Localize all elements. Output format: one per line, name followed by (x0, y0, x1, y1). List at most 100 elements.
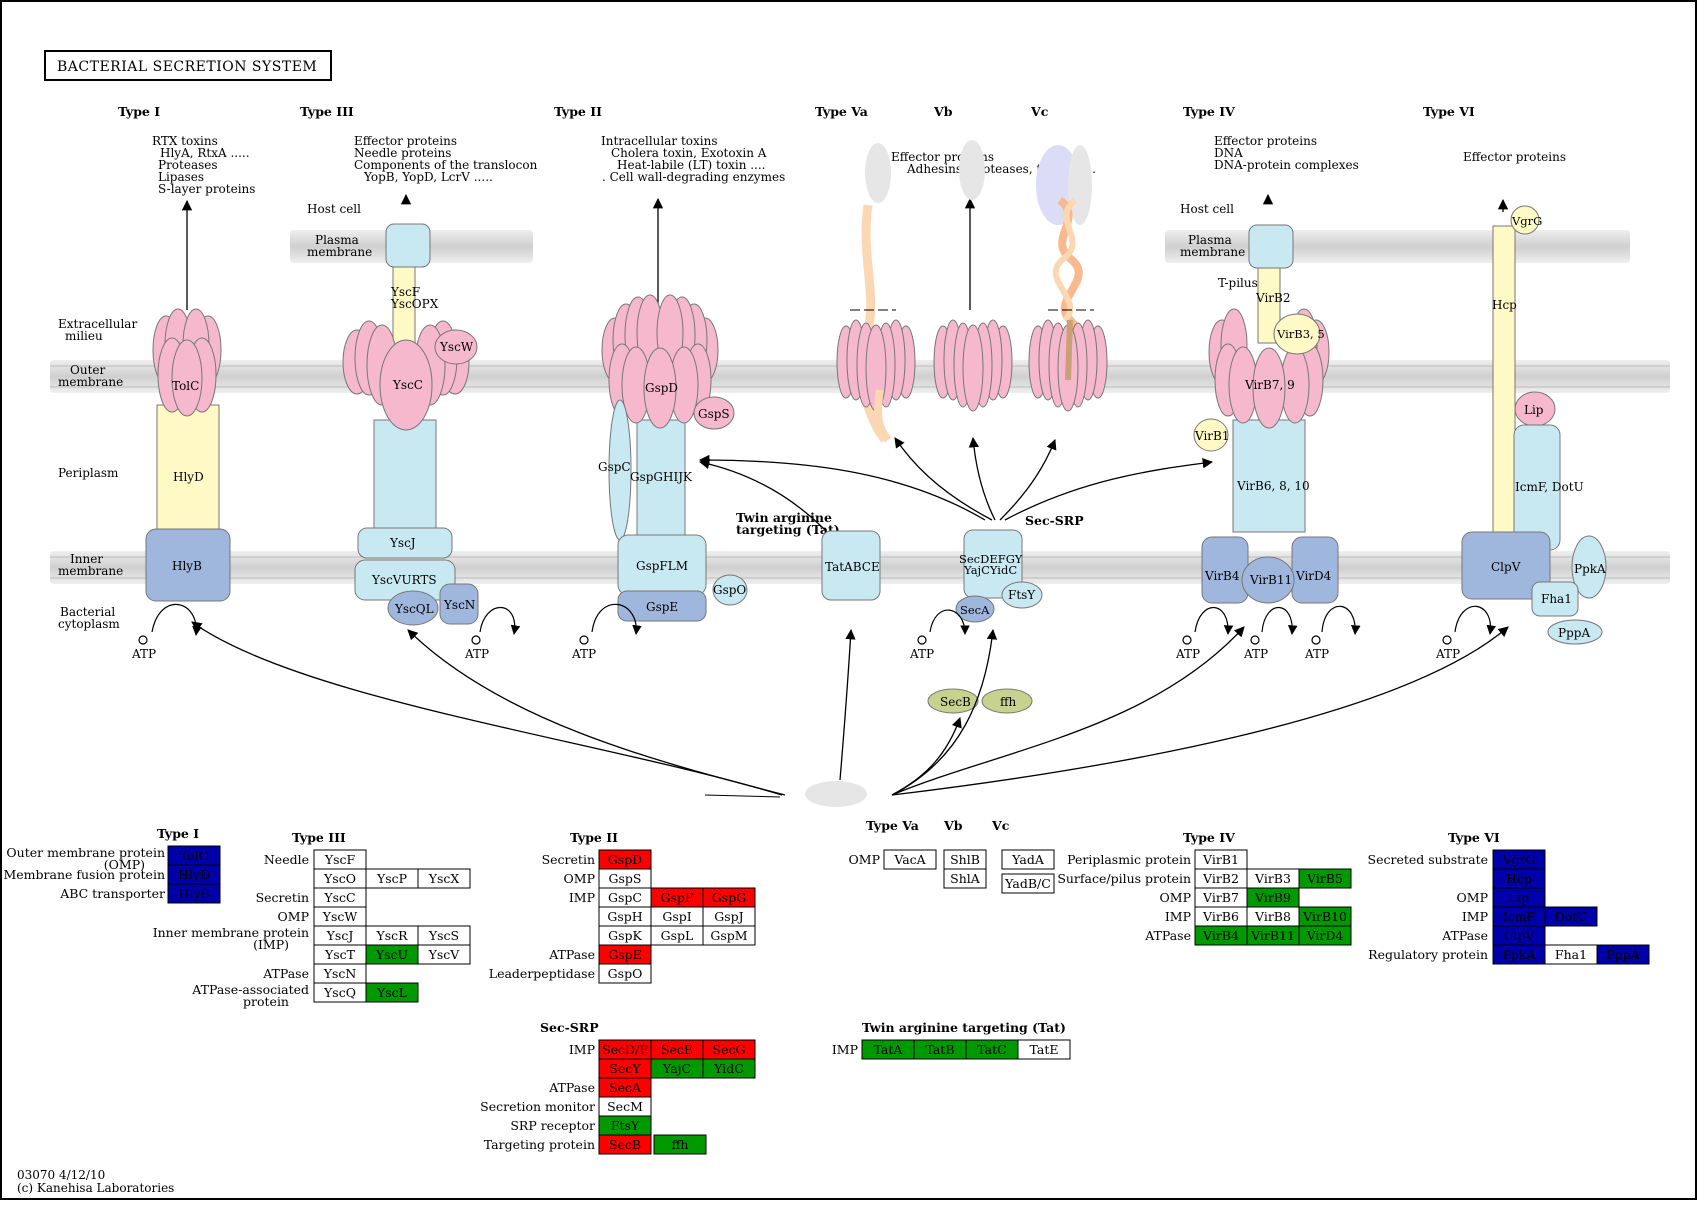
gspe-box (617, 590, 707, 622)
gene-cell[interactable] (1001, 873, 1055, 894)
lip-label: Lip (1524, 403, 1544, 417)
clpv-label: ClpV (1491, 560, 1521, 574)
virb35-blob (1273, 313, 1321, 355)
header-type4: Type IV (1183, 104, 1235, 119)
atp-label-sec: ATP (909, 647, 934, 661)
virb11-label: VirB11 (1249, 573, 1292, 587)
legend-row-label: ATPase (1441, 928, 1488, 943)
gene-cell-label: ShlB (950, 852, 980, 867)
sub-t2-3: . Cell wall-degrading enzymes (602, 170, 785, 184)
plasma-membrane-label-t4-1: Plasma (1188, 233, 1232, 247)
header-type5a: Type Va (815, 104, 868, 119)
legend-row-label: Secretin (256, 890, 309, 905)
gene-cell[interactable] (1596, 944, 1650, 965)
pppa-blob (1547, 619, 1603, 645)
outer-membrane-label-2: membrane (58, 375, 123, 389)
type3-system: YscF YscOPX YscW YscC YscJ YscVURTS YscQ… (342, 223, 479, 626)
gene-cell[interactable] (1017, 1039, 1071, 1060)
legend-row-label: protein (243, 994, 289, 1009)
type2-system: GspD GspS GspC GspGHIJK GspFLM GspE GspO (598, 294, 748, 622)
gspflm-label: GspFLM (636, 559, 688, 573)
legend-row-label: IMP (832, 1042, 858, 1057)
type5-systems (836, 140, 1108, 443)
gene-cell-label: GspS (609, 871, 642, 886)
gene-cell-label: YscW (322, 909, 358, 924)
gene-cell-label: VgrG (1502, 852, 1536, 867)
t3-rod (373, 419, 437, 531)
atp-cycle-sec (917, 609, 970, 645)
sub-t3-3: YopB, YopD, LcrV ..... (363, 170, 493, 184)
outer-membrane-label-1: Outer (70, 363, 105, 377)
gene-cell[interactable] (1298, 925, 1352, 946)
gene-cell-label: SecD/F (602, 1042, 648, 1057)
hlyd-box (156, 404, 220, 536)
substrates: RTX toxins HlyA, RtxA ..... Proteases Li… (152, 134, 1566, 196)
gene-cell-label: GspL (661, 928, 694, 943)
legend-header: Sec-SRP (540, 1020, 599, 1035)
gene-cell-label: TatA (874, 1042, 904, 1057)
gene-cell-label: TolC (180, 848, 208, 863)
gene-cell[interactable] (883, 849, 937, 870)
gene-cell[interactable] (1001, 849, 1055, 870)
gene-cell[interactable] (943, 868, 987, 889)
gene-cell[interactable] (1544, 906, 1598, 927)
gene-cell[interactable] (365, 982, 419, 1003)
gene-cell[interactable] (417, 868, 471, 889)
tatabce-label: TatABCE (825, 560, 880, 574)
gene-cell[interactable] (653, 1134, 707, 1155)
yscw-blob (434, 329, 478, 365)
gspe-label: GspE (646, 600, 678, 614)
sub-t4-2: DNA-protein complexes (1214, 158, 1359, 172)
hlyb-label: HlyB (172, 559, 202, 573)
vb-passenger (959, 140, 985, 200)
gene-cell-label: GspM (710, 928, 747, 943)
hlyd-label: HlyD (173, 470, 204, 484)
sub-t1-3: Lipases (158, 170, 204, 184)
va-passenger (865, 143, 891, 203)
va-barrel (836, 319, 916, 412)
gene-cell[interactable] (417, 944, 471, 965)
legend-row-label: IMP (569, 890, 595, 905)
secretion-arrows (181, 193, 1509, 312)
sub-t6-0: Effector proteins (1463, 150, 1566, 164)
gene-cell[interactable] (702, 1058, 756, 1079)
secdefgy-box (963, 529, 1023, 599)
hlyb-box (145, 528, 231, 602)
gene-cell-label: VirB5 (1306, 871, 1343, 886)
atp-cycles (138, 603, 1496, 645)
gene-cell-label: YscL (376, 985, 407, 1000)
gene-cell-label: VirD4 (1306, 928, 1344, 943)
gene-cell-label: YscJ (326, 928, 354, 943)
gene-cell[interactable] (1298, 868, 1352, 889)
header-type5c: Vc (1030, 104, 1049, 119)
gene-cell-label: SecA (609, 1080, 642, 1095)
type1-system: TolC HlyD HlyB (145, 308, 231, 602)
plasma-membrane-label-t3-2: membrane (307, 245, 372, 259)
gspd-ring (601, 294, 719, 429)
header-secsrp: Sec-SRP (1025, 513, 1084, 528)
gene-cell-label: YscF (324, 852, 356, 867)
atp-label-t4c: ATP (1304, 647, 1329, 661)
gene-cell-label: GspH (607, 909, 642, 924)
gene-cell[interactable] (598, 1134, 652, 1155)
legend-row-label: Periplasmic protein (1067, 852, 1191, 867)
extracellular-label-2: milieu (65, 329, 103, 343)
legend-header: Type Va (866, 818, 919, 833)
gene-cell[interactable] (702, 925, 756, 946)
footer-id: 03070 4/12/10 (17, 1168, 105, 1182)
atp-label-t3: ATP (464, 647, 489, 661)
pppa-label: PppA (1558, 626, 1590, 640)
legend-row-label: Outer membrane protein (6, 845, 165, 860)
gene-cell-label: VirB3 (1254, 871, 1291, 886)
ffh-label: ffh (1000, 695, 1017, 709)
gene-cell[interactable] (598, 963, 652, 984)
periplasm-label: Periplasm (58, 466, 119, 480)
gene-cell-label: ffh (672, 1137, 689, 1152)
gene-cell-label: VirB4 (1202, 928, 1239, 943)
gene-cell-label: PpkA (1502, 947, 1536, 962)
gene-cell[interactable] (167, 883, 221, 904)
gspo-label: GspO (713, 583, 746, 597)
gene-cell-label: VirB8 (1254, 909, 1291, 924)
footer-copyright: (c) Kanehisa Laboratories (17, 1181, 174, 1195)
